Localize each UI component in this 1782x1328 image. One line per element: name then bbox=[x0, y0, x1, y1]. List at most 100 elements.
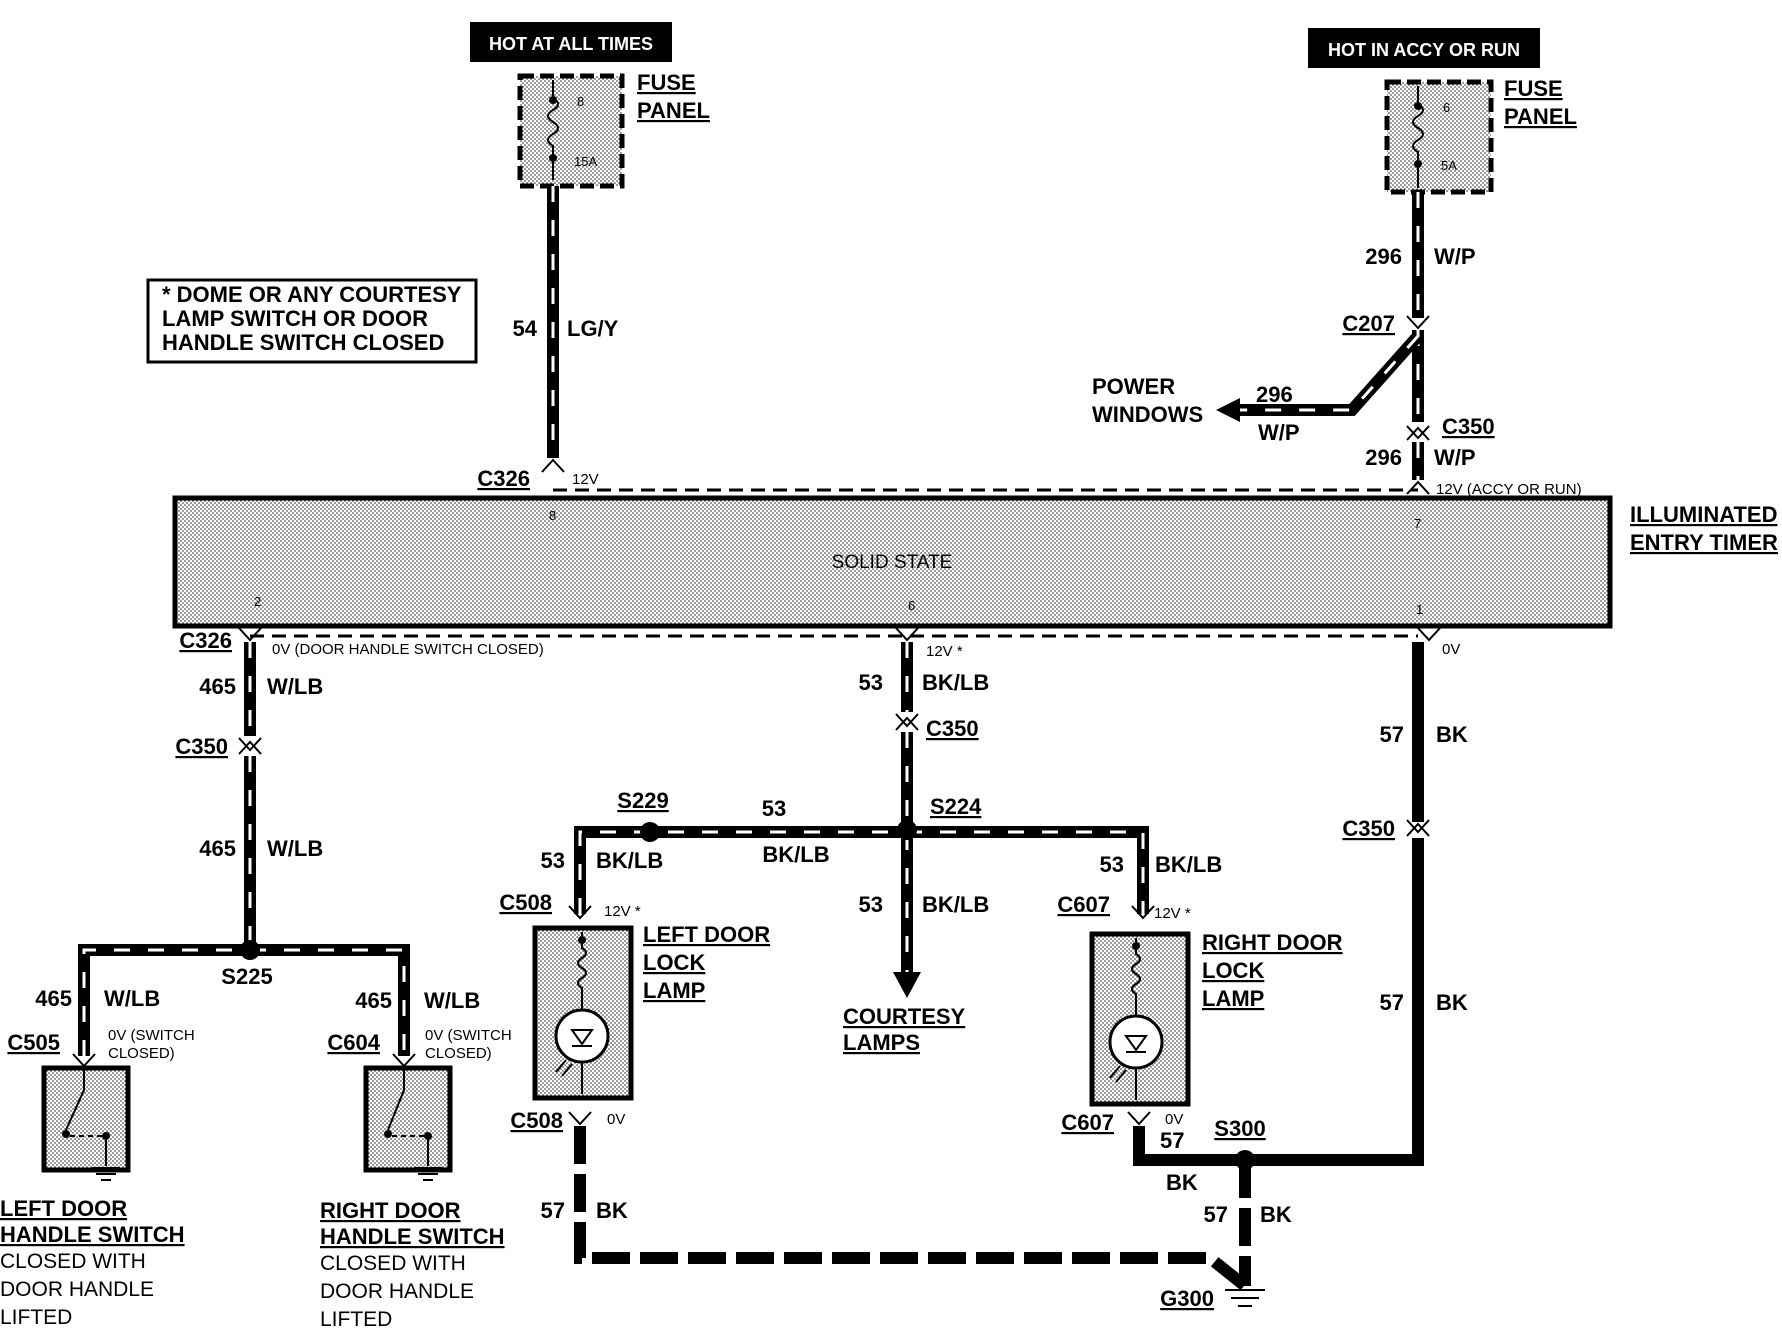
right-lamp-label-3: LAMP bbox=[1202, 986, 1264, 1011]
fuse-right-icon bbox=[1412, 86, 1424, 188]
module-pin-1: 1 bbox=[1416, 602, 1423, 617]
fuse-panel-left-box bbox=[517, 73, 625, 189]
right-door-handle-switch-icon bbox=[363, 1065, 453, 1181]
wire-57-mid-circuit: 57 bbox=[1380, 990, 1404, 1015]
power-windows-label-1: POWER bbox=[1092, 374, 1175, 399]
connector-c505: C505 bbox=[7, 1030, 60, 1055]
wire-53-mid-circuit: 53 bbox=[762, 796, 786, 821]
wire-465-r-circuit: 465 bbox=[355, 988, 392, 1013]
wire-53-top-color: BK/LB bbox=[922, 670, 989, 695]
power-windows-arrow-icon bbox=[1216, 398, 1240, 422]
connector-c508-top-icon bbox=[568, 905, 592, 920]
fuse-right-number: 6 bbox=[1443, 100, 1450, 115]
wire-57-left-circuit: 57 bbox=[541, 1198, 565, 1223]
voltage-pin8: 12V bbox=[572, 471, 599, 488]
wire-57-left-color: BK bbox=[596, 1198, 628, 1223]
wire-57-top-color: BK bbox=[1436, 722, 1468, 747]
fuse-panel-right-box bbox=[1384, 79, 1494, 195]
splice-s300: S300 bbox=[1214, 1116, 1265, 1141]
splice-s300-dot bbox=[1235, 1150, 1255, 1170]
left-door-handle-switch-icon bbox=[41, 1065, 131, 1181]
connector-c350-mid-icon bbox=[895, 713, 919, 728]
voltage-c505-1: 0V (SWITCH bbox=[108, 1027, 195, 1044]
fuse-panel-left-label-2: PANEL bbox=[637, 98, 710, 123]
wire-57-rlamp-circuit: 57 bbox=[1160, 1128, 1184, 1153]
module-pin-2: 2 bbox=[254, 594, 261, 609]
connector-c604: C604 bbox=[327, 1030, 380, 1055]
right-switch-title-1: RIGHT DOOR bbox=[320, 1198, 461, 1223]
voltage-c607-bot: 0V bbox=[1165, 1111, 1183, 1128]
splice-s229: S229 bbox=[617, 788, 668, 813]
wire-53-s229-color: BK/LB bbox=[596, 848, 663, 873]
wire-57-right-lamp bbox=[1133, 1126, 1245, 1166]
wire-465-b-circuit: 465 bbox=[199, 836, 236, 861]
note-line-1: * DOME OR ANY COURTESY bbox=[162, 282, 462, 307]
wire-296-low-circuit: 296 bbox=[1365, 445, 1402, 470]
wire-465-l-color: W/LB bbox=[104, 986, 160, 1011]
note-line-2: LAMP SWITCH OR DOOR bbox=[162, 306, 428, 331]
voltage-pin6: 12V * bbox=[926, 643, 963, 660]
module-type: SOLID STATE bbox=[832, 552, 953, 573]
wire-296-low-color: W/P bbox=[1434, 445, 1476, 470]
ground-g300-icon bbox=[1225, 1289, 1265, 1307]
left-lamp-label-3: LAMP bbox=[643, 978, 705, 1003]
wire-53-right-color: BK/LB bbox=[1155, 852, 1222, 877]
voltage-c604-2: CLOSED) bbox=[425, 1045, 492, 1062]
module-name-2: ENTRY TIMER bbox=[1630, 530, 1778, 555]
splice-s224: S224 bbox=[930, 794, 982, 819]
fuse-left-rating: 15A bbox=[574, 154, 597, 169]
voltage-c604-1: 0V (SWITCH bbox=[425, 1027, 512, 1044]
right-switch-desc-2: DOOR HANDLE bbox=[320, 1280, 474, 1303]
right-door-lock-lamp-icon bbox=[1089, 931, 1191, 1107]
wire-465-a-color: W/LB bbox=[267, 674, 323, 699]
voltage-pin2: 0V (DOOR HANDLE SWITCH CLOSED) bbox=[272, 641, 544, 658]
connector-c350-right-icon bbox=[1406, 819, 1430, 834]
fuse-panel-left-label-1: FUSE bbox=[637, 70, 696, 95]
connector-c607-bot: C607 bbox=[1061, 1110, 1114, 1135]
connector-c508-bot-icon bbox=[568, 1111, 592, 1126]
fuse-left-number: 8 bbox=[577, 94, 584, 109]
left-lamp-label-2: LOCK bbox=[643, 950, 705, 975]
wire-53-low-color: BK/LB bbox=[922, 892, 989, 917]
connector-c508-bot: C508 bbox=[510, 1108, 563, 1133]
splice-s225-dot bbox=[240, 940, 260, 960]
wire-296-top-color: W/P bbox=[1434, 244, 1476, 269]
wire-54-color: LG/Y bbox=[567, 316, 619, 341]
voltage-c607-top: 12V * bbox=[1154, 905, 1191, 922]
left-switch-title-2: HANDLE SWITCH bbox=[0, 1222, 185, 1247]
voltage-c508-bot: 0V bbox=[607, 1111, 625, 1128]
wire-57-ground-color: BK bbox=[1260, 1202, 1292, 1227]
power-windows-label-2: WINDOWS bbox=[1092, 402, 1203, 427]
connector-pin1-icon bbox=[1417, 627, 1441, 642]
note-line-3: HANDLE SWITCH CLOSED bbox=[162, 330, 444, 355]
connector-c508-top: C508 bbox=[499, 890, 552, 915]
connector-c350-right: C350 bbox=[1342, 816, 1395, 841]
wire-53-low-circuit: 53 bbox=[859, 892, 883, 917]
wire-57-top-circuit: 57 bbox=[1380, 722, 1404, 747]
right-lamp-label-2: LOCK bbox=[1202, 958, 1264, 983]
ground-g300: G300 bbox=[1160, 1286, 1214, 1311]
wire-57-mid bbox=[1245, 838, 1424, 1166]
voltage-pin1: 0V bbox=[1442, 641, 1460, 658]
wire-465-b-color: W/LB bbox=[267, 836, 323, 861]
module-pin-6: 6 bbox=[908, 598, 915, 613]
hot-in-accy-label: HOT IN ACCY OR RUN bbox=[1328, 40, 1520, 60]
wire-57-rlamp-color: BK bbox=[1166, 1170, 1198, 1195]
wire-465-a-circuit: 465 bbox=[199, 674, 236, 699]
module-name-1: ILLUMINATED bbox=[1630, 502, 1777, 527]
courtesy-lamps-label-2: LAMPS bbox=[843, 1030, 920, 1055]
left-switch-desc-3: LIFTED bbox=[0, 1306, 72, 1328]
hot-at-all-times-tag bbox=[470, 22, 672, 62]
hot-at-all-times-source: HOT AT ALL TIMES 8 15A FUSE PANEL bbox=[470, 22, 710, 189]
right-switch-desc-3: LIFTED bbox=[320, 1308, 392, 1328]
left-switch-desc-1: CLOSED WITH bbox=[0, 1250, 146, 1273]
wire-53-right-circuit: 53 bbox=[1100, 852, 1124, 877]
splice-s224-dot bbox=[897, 820, 917, 840]
fuse-panel-right-label-2: PANEL bbox=[1504, 104, 1577, 129]
left-switch-title-1: LEFT DOOR bbox=[0, 1196, 127, 1221]
connector-c326-left: C326 bbox=[179, 628, 232, 653]
fuse-left-icon bbox=[547, 80, 559, 180]
note-box: * DOME OR ANY COURTESY LAMP SWITCH OR DO… bbox=[146, 278, 478, 364]
wire-53-s229-circuit: 53 bbox=[541, 848, 565, 873]
